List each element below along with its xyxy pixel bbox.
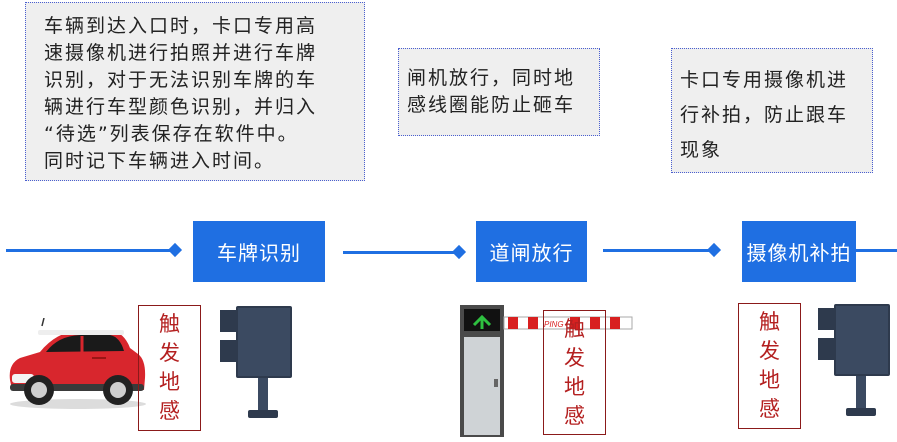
flow-arrow-1 — [167, 242, 183, 258]
barrier-gate-icon: PING — [460, 305, 633, 437]
sensor-2-char: 发 — [564, 345, 585, 370]
camera-pole-icon — [220, 306, 292, 418]
note-plate-recognition: 车辆到达入口时，卡口专用高 速摄像机进行拍照并进行车牌 识别，对于无法识别车牌的… — [25, 2, 365, 181]
flow-line-4 — [856, 249, 897, 252]
flow-line-3 — [603, 249, 713, 252]
sensor-2-char: 感 — [564, 403, 585, 428]
note-plate-recognition-text: 车辆到达入口时，卡口专用高 速摄像机进行拍照并进行车牌 识别，对于无法识别车牌的… — [44, 15, 318, 172]
note-camera-recapture: 卡口专用摄像机进 行补拍，防止跟车 现象 — [671, 48, 873, 173]
flow-line-2 — [343, 251, 460, 254]
step-plate-recognition: 车牌识别 — [193, 221, 325, 282]
note-camera-recapture-text: 卡口专用摄像机进 行补拍，防止跟车 现象 — [680, 69, 849, 161]
sensor-1-char: 发 — [159, 341, 180, 365]
note-gate-release-text: 闸机放行，同时地 感线圈能防止砸车 — [407, 67, 576, 116]
ground-sensor-label-2: 触 发 地 感 — [543, 310, 606, 435]
step-camera-recapture: 摄像机补拍 — [742, 221, 856, 282]
sensor-3-char: 感 — [759, 397, 780, 421]
sensor-1-char: 感 — [159, 399, 180, 423]
note-gate-release: 闸机放行，同时地 感线圈能防止砸车 — [398, 48, 600, 136]
barrier-brand-text: PING — [544, 320, 564, 329]
flow-line-1 — [6, 249, 174, 252]
sensor-2-char: 地 — [564, 374, 585, 399]
car-image — [9, 318, 146, 409]
sensor-2-char: 触 — [564, 316, 585, 341]
flow-arrow-2 — [451, 244, 467, 260]
flow-arrow-3 — [706, 242, 722, 258]
sensor-3-char: 地 — [759, 368, 780, 392]
camera-pole-icon-2 — [818, 304, 890, 416]
step-gate-release: 道闸放行 — [476, 221, 587, 282]
sensor-3-char: 发 — [759, 339, 780, 363]
sensor-3-char: 触 — [759, 310, 780, 334]
ground-sensor-label-1: 触 发 地 感 — [138, 305, 201, 431]
sensor-1-char: 触 — [159, 312, 180, 336]
sensor-1-char: 地 — [159, 370, 180, 394]
ground-sensor-label-3: 触 发 地 感 — [738, 303, 801, 429]
